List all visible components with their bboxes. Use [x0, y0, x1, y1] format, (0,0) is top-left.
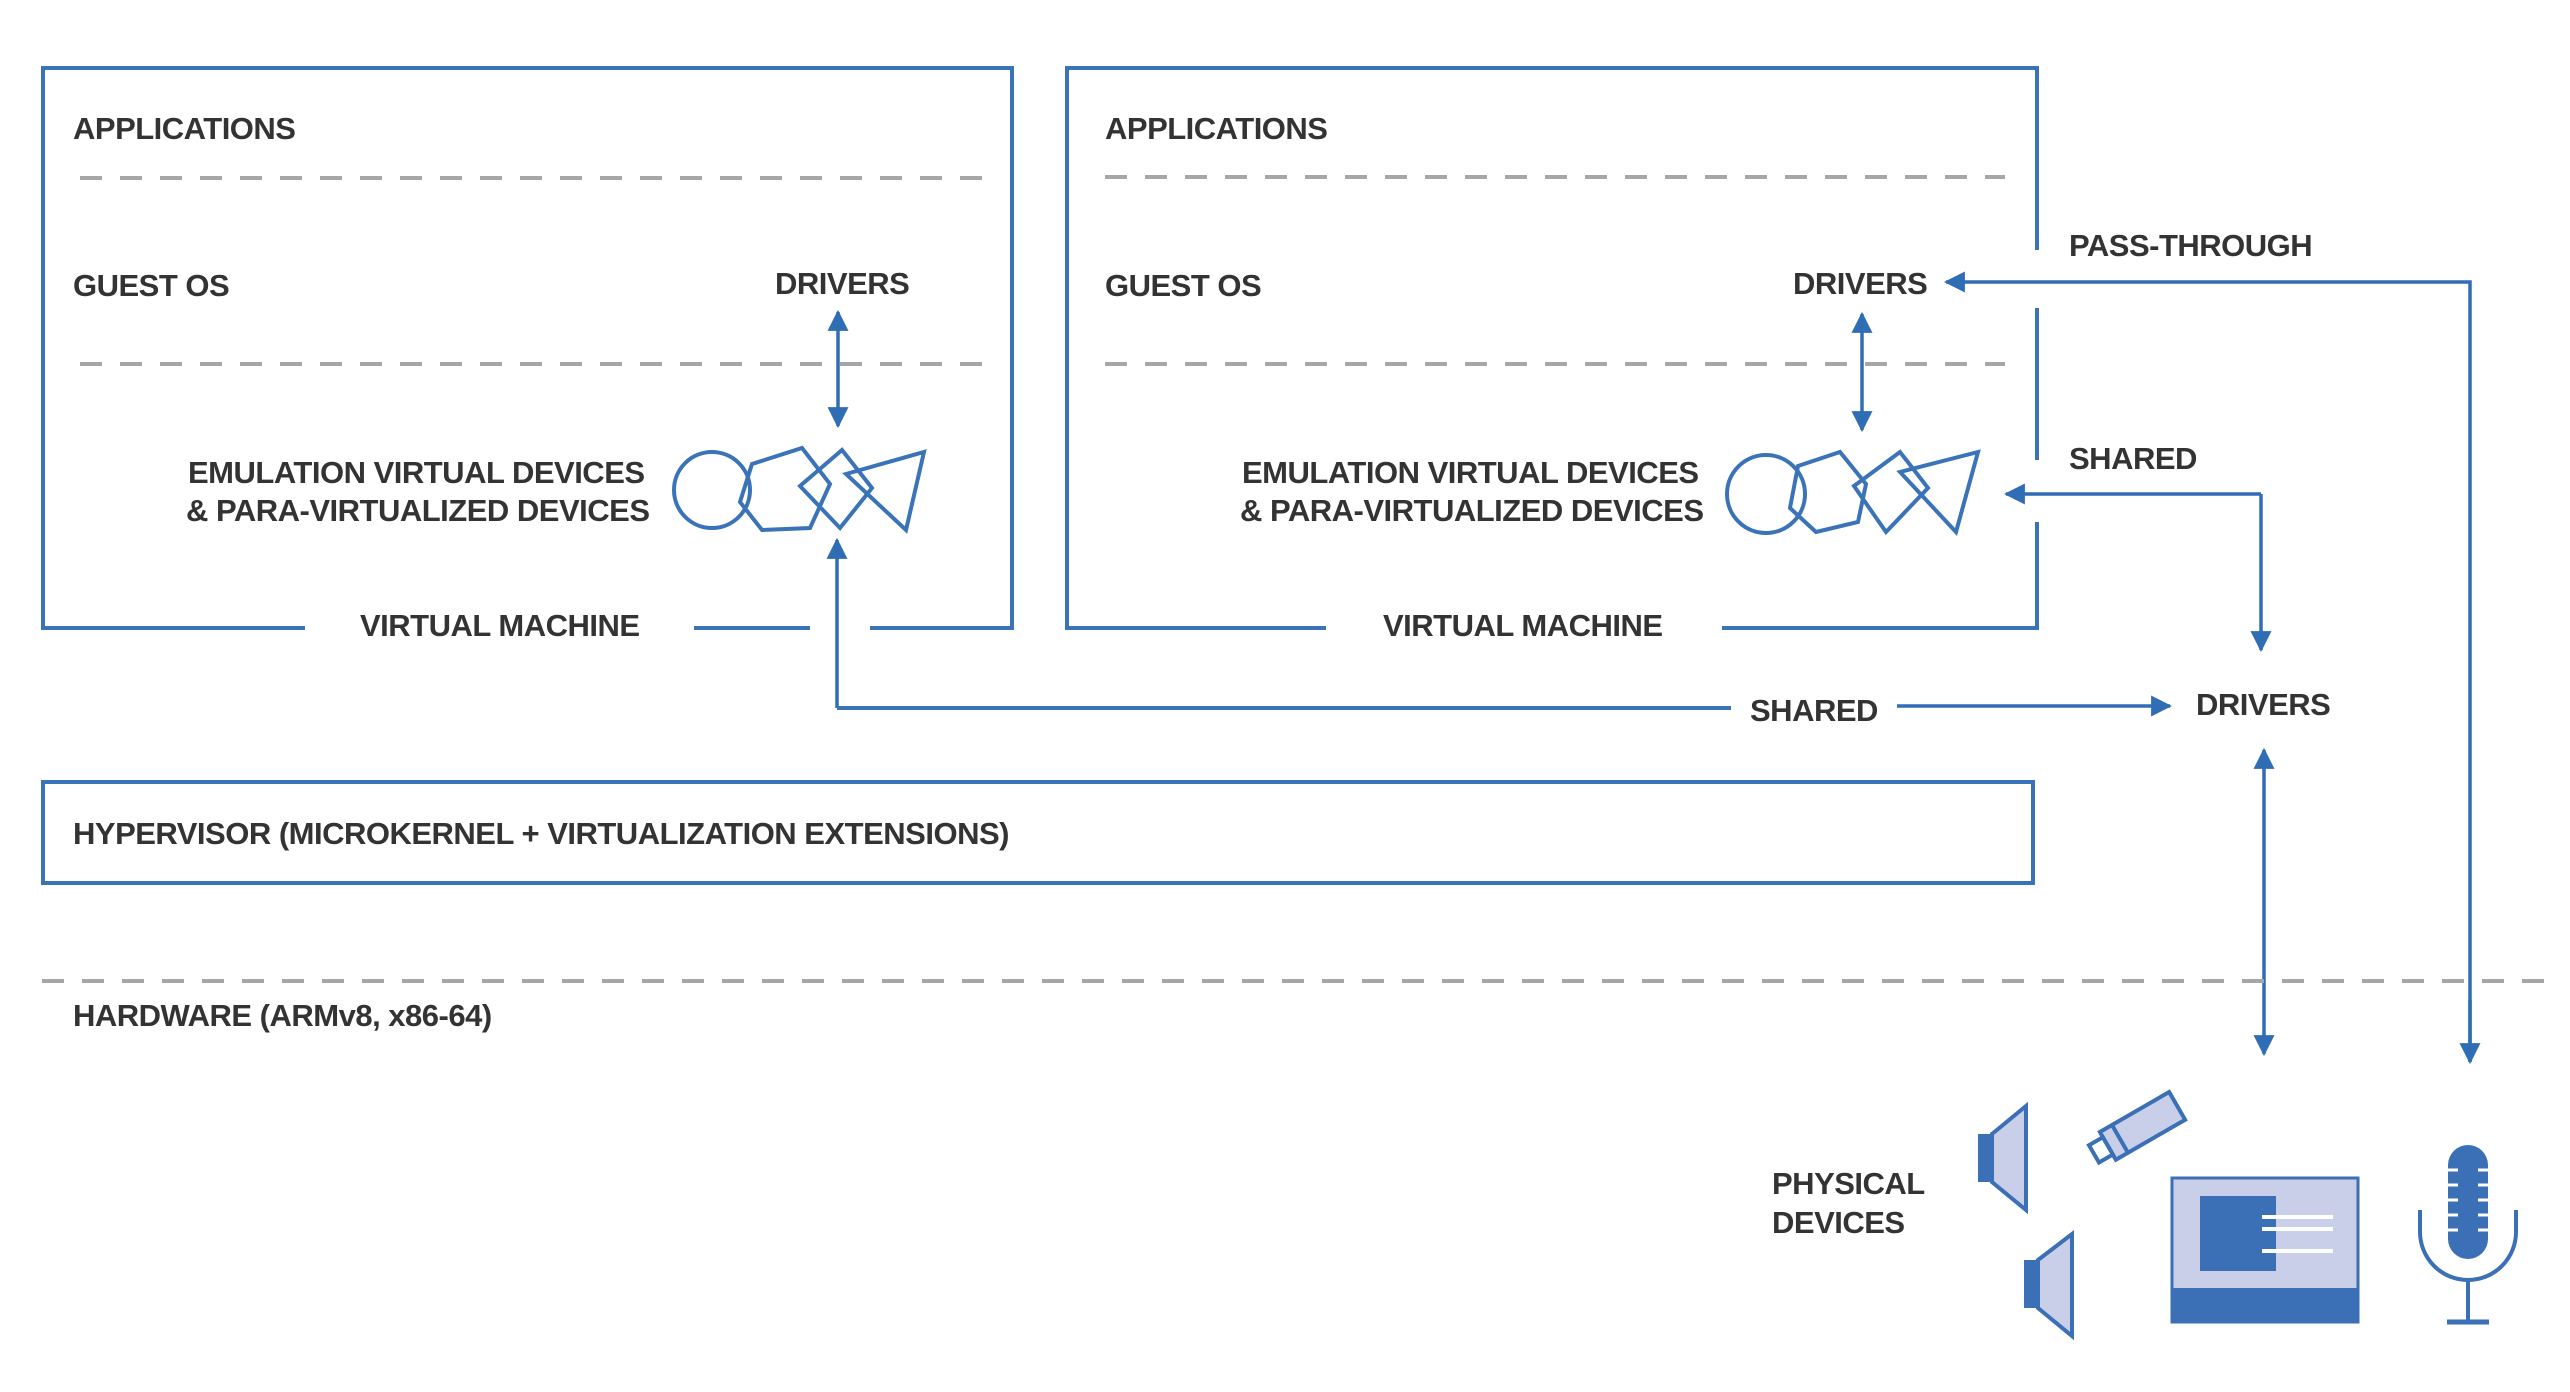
vm-left-applications-label: APPLICATIONS — [73, 111, 296, 146]
shared-right-vm-label: SHARED — [2069, 441, 2197, 476]
shared-left-vm-label: SHARED — [1750, 693, 1878, 728]
circle-icon — [1725, 453, 1807, 535]
vm-right-drivers-label: DRIVERS — [1793, 266, 1928, 301]
vm-left-border — [41, 66, 1014, 630]
speaker-icon — [1978, 1101, 2028, 1215]
vm-left-guest-os-label: GUEST OS — [73, 268, 230, 303]
vm-right-applications-label: APPLICATIONS — [1105, 111, 1328, 146]
arrow-pass-through — [1943, 271, 2472, 1062]
vm-right-border — [1065, 66, 2039, 630]
vm-left-title: VIRTUAL MACHINE — [360, 608, 640, 643]
square-icon — [797, 447, 875, 532]
hardware-label: HARDWARE (ARMv8, x86-64) — [73, 998, 492, 1033]
vm-right-box — [1065, 66, 2039, 630]
pentagon-icon — [737, 445, 833, 533]
vm-right-dividers — [1105, 175, 2005, 366]
circle-icon — [672, 450, 752, 530]
vm-left-drivers-label: DRIVERS — [775, 266, 910, 301]
vm-right-title: VIRTUAL MACHINE — [1383, 608, 1663, 643]
pentagon-icon — [1787, 449, 1869, 535]
physical-devices-label-line1: PHYSICAL — [1772, 1166, 1925, 1201]
triangle-icon — [1896, 449, 1981, 536]
triangle-icon — [842, 449, 927, 534]
host-drivers-label: DRIVERS — [2196, 687, 2331, 722]
speaker-icon — [2024, 1229, 2074, 1341]
display-icon — [2170, 1176, 2360, 1324]
vm-right-emulation-line1: EMULATION VIRTUAL DEVICES — [1242, 455, 1699, 490]
vm-right-device-shapes — [1725, 449, 1981, 536]
hypervisor-box — [41, 780, 2035, 885]
square-icon — [1851, 449, 1931, 536]
usb-drive-icon — [2086, 1089, 2188, 1166]
vm-right-guest-os-label: GUEST OS — [1105, 268, 1262, 303]
vm-left-emulation-line2: & PARA-VIRTUALIZED DEVICES — [186, 493, 650, 528]
microphone-icon — [2418, 1145, 2518, 1325]
vm-right-emulation-line2: & PARA-VIRTUALIZED DEVICES — [1240, 493, 1704, 528]
vm-left-dividers — [80, 176, 985, 366]
physical-devices-label-line2: DEVICES — [1772, 1205, 1905, 1240]
vm-left-device-shapes — [672, 445, 927, 534]
vm-right-border-segment — [1722, 522, 2039, 630]
hypervisor-label: HYPERVISOR (MICROKERNEL + VIRTUALIZATION… — [73, 816, 1009, 851]
vm-left-box — [41, 66, 1014, 630]
vm-left-emulation-line1: EMULATION VIRTUAL DEVICES — [188, 455, 645, 490]
pass-through-label: PASS-THROUGH — [2069, 228, 2313, 263]
